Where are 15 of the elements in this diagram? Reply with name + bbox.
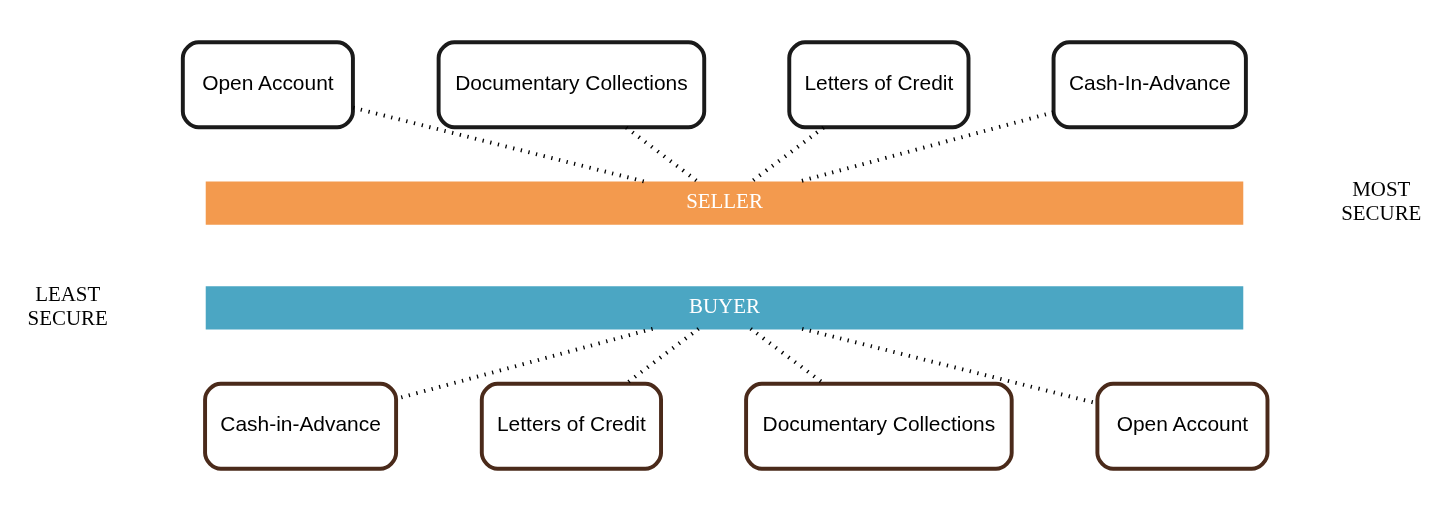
node-box: Documentary Collections — [744, 381, 1014, 471]
node-box: Open Account — [180, 39, 355, 129]
node-box: Open Account — [1095, 381, 1270, 471]
connector — [625, 125, 700, 184]
connector — [749, 326, 825, 385]
node-box: Documentary Collections — [436, 39, 707, 129]
node-box: BUYER — [205, 285, 1244, 329]
label: MOST SECURE — [1341, 176, 1422, 225]
node-box: Cash-In-Advance — [1051, 39, 1248, 129]
node-box: Cash-in-Advance — [203, 381, 399, 471]
node-box: Letters of Credit — [479, 381, 663, 471]
label: LEAST SECURE — [27, 281, 108, 330]
node-box: Letters of Credit — [787, 39, 971, 129]
connector — [749, 125, 825, 184]
node-box: SELLER — [205, 181, 1244, 225]
